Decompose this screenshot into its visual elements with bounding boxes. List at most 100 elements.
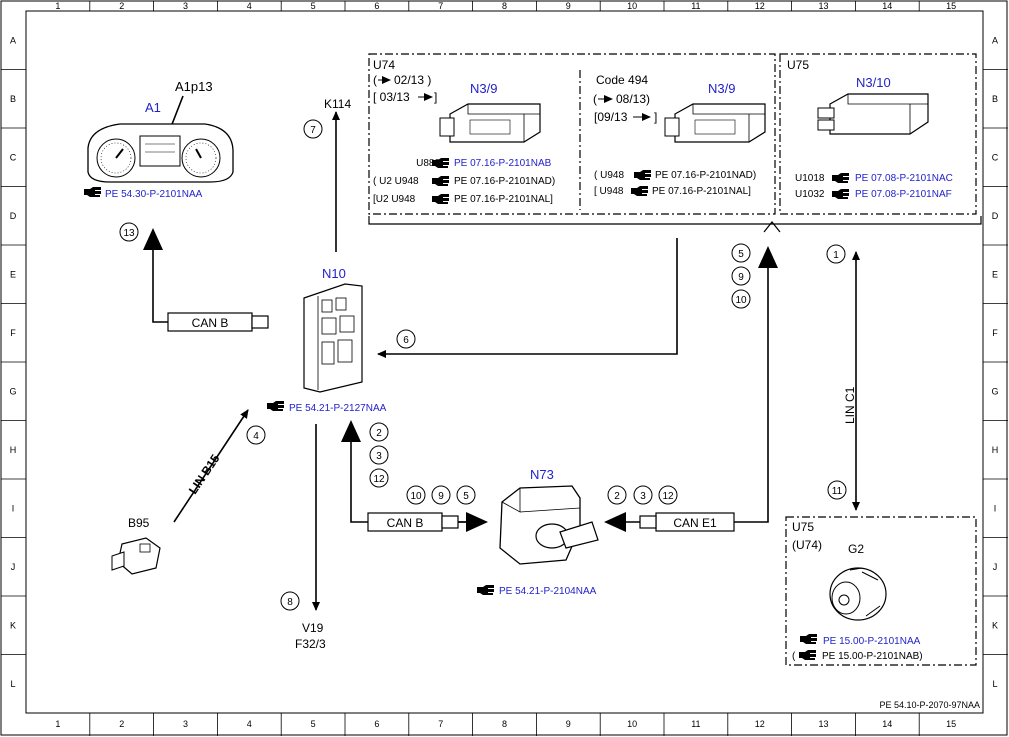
grid-col-label: 1	[55, 1, 60, 11]
n73-ignition-switch: N73 PE 54.21-P-2104NAA	[477, 467, 599, 597]
grid-col-label: 9	[566, 719, 571, 729]
grid-col-label: 12	[755, 719, 765, 729]
svg-text:9: 9	[738, 272, 744, 283]
svg-text:U1018: U1018	[795, 173, 825, 184]
u75-title: U75	[787, 58, 809, 72]
n73-name: N73	[530, 467, 554, 482]
marker-7: 7	[303, 119, 323, 139]
u75-engine-control-box: U75 N3/10 U1018 PE 07.08-P-2101NAC U1032…	[779, 53, 977, 215]
n10-control-unit: N10 PE 54.21-P-2127NAA	[267, 266, 387, 414]
svg-text:2: 2	[614, 491, 620, 502]
grid-col-label: 7	[438, 1, 443, 11]
svg-text:8: 8	[287, 597, 293, 608]
svg-text:3: 3	[376, 451, 382, 462]
b95-battery-sensor: B95	[111, 516, 161, 575]
marker-3-left: 3	[369, 445, 389, 465]
grid-row-label: D	[992, 211, 999, 221]
svg-text:( U948: ( U948	[594, 170, 624, 181]
svg-text:2: 2	[376, 428, 382, 439]
can-b-label: CAN B	[192, 316, 229, 330]
grid-row-label: I	[994, 503, 997, 513]
marker-5-right: 5	[731, 243, 751, 263]
grid-col-label: 2	[119, 719, 124, 729]
grid-col-label: 13	[818, 719, 828, 729]
key-icon	[559, 521, 599, 549]
u74-ref-2: PE 07.16-P-2101NAD)	[454, 176, 555, 187]
n10-housing	[303, 283, 363, 393]
grid-row-label: I	[12, 503, 15, 513]
svg-text:5: 5	[738, 249, 744, 260]
grid-row-label: B	[10, 94, 16, 104]
marker-5-bottom: 5	[456, 485, 476, 505]
a1-instrument-cluster: A1p13 A1 PE 54.30-P-2101NAA	[84, 79, 234, 200]
svg-text:1: 1	[833, 250, 839, 261]
left-needle	[115, 148, 124, 159]
can-e1-line	[733, 246, 778, 523]
marker-10-right: 10	[731, 289, 751, 309]
svg-text:02/13 ): 02/13 )	[394, 73, 431, 87]
code494-ref-1: PE 07.16-P-2101NAD)	[655, 170, 756, 181]
marker-2-left: 2	[369, 422, 389, 442]
grid-row-label: A	[992, 35, 998, 45]
g2-ref-2: PE 15.00-P-2101NAB)	[822, 651, 923, 662]
bracket-pointer	[763, 221, 781, 233]
reference-hand-icon	[800, 634, 817, 644]
reference-hand-icon	[832, 173, 849, 183]
svg-text:5: 5	[463, 491, 469, 502]
grid-col-label: 8	[502, 1, 507, 11]
grid-row-label: F	[10, 328, 16, 338]
lin-c1-label: LIN C1	[843, 386, 857, 424]
grid-row-label: B	[992, 94, 998, 104]
n10-name: N10	[322, 266, 346, 281]
n3-9-ecu-image	[439, 103, 541, 143]
grid-col-label: 7	[438, 719, 443, 729]
right-needle	[195, 148, 202, 159]
svg-text:3: 3	[640, 491, 646, 502]
grid-row-label: F	[992, 328, 998, 338]
g2-dashed-box	[785, 516, 977, 666]
grid-row-label: G	[991, 386, 998, 396]
a1-ref: PE 54.30-P-2101NAA	[105, 189, 203, 200]
reference-hand-icon	[432, 194, 449, 204]
reference-hand-icon	[477, 585, 494, 595]
u74-engine-control-box: U74 ( 02/13 ) [ 03/13 ] N3/9 U880 PE 07.…	[368, 53, 776, 215]
grid-row-label: A	[10, 35, 16, 45]
svg-text:12: 12	[662, 491, 674, 502]
u75-ref-2: PE 07.08-P-2101NAF	[855, 189, 952, 200]
svg-text:(U74): (U74)	[792, 538, 822, 552]
grid-col-label: 11	[691, 1, 700, 11]
u74-module-name: N3/9	[470, 81, 497, 96]
grid-row-label: J	[11, 562, 16, 572]
grid-col-label: 1	[55, 719, 60, 729]
can-b-cluster-line	[143, 228, 268, 323]
a1-part-label: A1p13	[175, 79, 213, 94]
marker-9-right: 9	[731, 266, 751, 286]
reference-hand-icon	[799, 650, 816, 660]
group-bracket	[368, 216, 982, 225]
reference-hand-icon	[832, 189, 849, 199]
reference-hand-icon	[84, 187, 101, 197]
grid-col-label: 9	[566, 1, 571, 11]
n73-ref: PE 54.21-P-2104NAA	[499, 586, 597, 597]
svg-text:4: 4	[253, 431, 259, 442]
svg-text:(: (	[593, 92, 597, 106]
code494-ref-2: PE 07.16-P-2101NAL]	[652, 186, 751, 197]
grid-labels: 1122334455667788991010111112121313141415…	[9, 1, 998, 729]
code494-title: Code 494	[596, 73, 648, 87]
grid-col-label: 10	[627, 1, 637, 11]
grid-col-label: 13	[818, 1, 828, 11]
grid-row-label: E	[10, 269, 16, 279]
grid-col-label: 5	[311, 1, 316, 11]
marker-12-left: 12	[369, 468, 389, 488]
svg-text:7: 7	[310, 125, 316, 136]
grid-col-label: 15	[946, 1, 956, 11]
grid-col-label: 10	[627, 719, 637, 729]
footer-code: PE 54.10-P-2070-97NAA	[879, 700, 980, 710]
v19-label: V19	[302, 621, 324, 635]
grid-col-label: 5	[311, 719, 316, 729]
svg-text:[09/13: [09/13	[594, 110, 628, 124]
f32-label: F32/3	[295, 637, 326, 651]
n73-housing	[499, 485, 581, 565]
